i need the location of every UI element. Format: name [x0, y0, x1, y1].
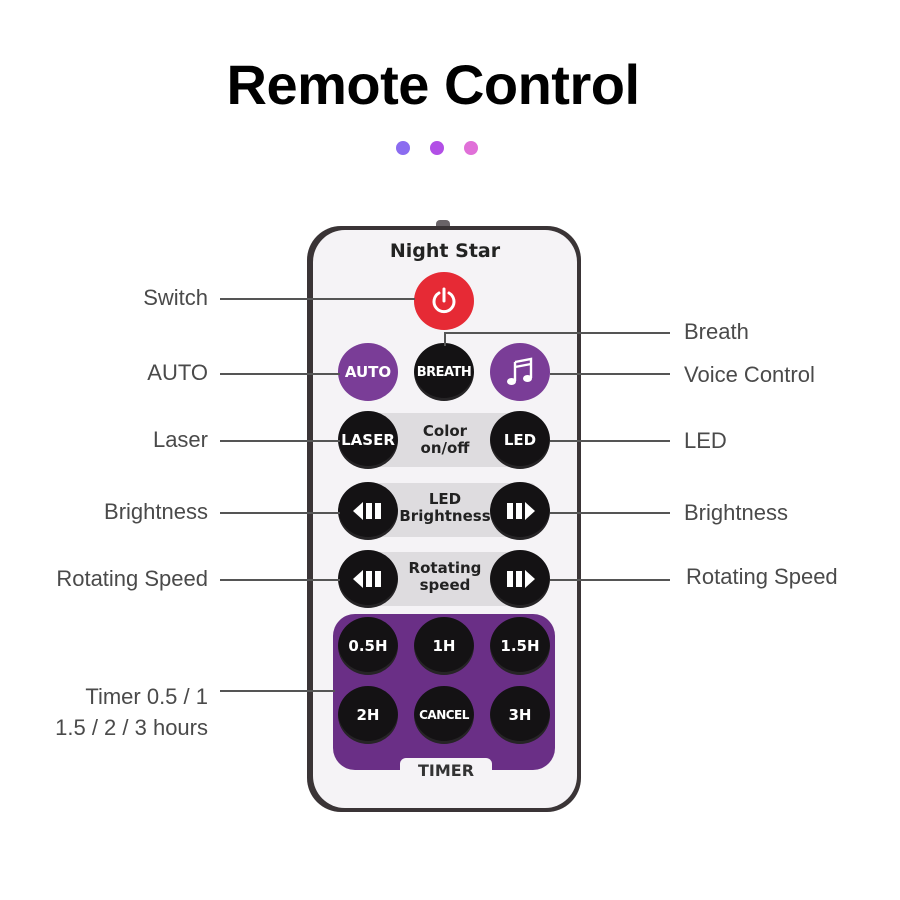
remote-brand: Night Star	[389, 240, 501, 262]
label-brightness-right: Brightness	[684, 500, 788, 525]
dot-3	[464, 141, 478, 155]
speed-band-line1: Rotating	[408, 559, 482, 577]
label-timer-line1: Timer 0.5 / 1	[85, 684, 208, 709]
power-icon	[432, 287, 456, 314]
arrow-left-icon	[353, 570, 381, 588]
dot-2	[430, 141, 444, 155]
dot-1	[396, 141, 410, 155]
timer-0-5h-button[interactable]: 0.5H	[338, 617, 398, 675]
brightness-band-line2: Brightness	[399, 507, 491, 525]
brightness-band-label: LED Brightness	[383, 491, 507, 525]
callout-line-auto	[220, 373, 340, 375]
timer-2h-button[interactable]: 2H	[338, 686, 398, 744]
auto-button[interactable]: AUTO	[338, 343, 398, 401]
breath-button[interactable]: BREATH	[414, 343, 474, 401]
timer-cancel-button[interactable]: CANCEL	[414, 686, 474, 744]
label-brightness-left: Brightness	[104, 499, 208, 524]
timer-1-5h-button[interactable]: 1.5H	[490, 617, 550, 675]
page-title: Remote Control	[226, 53, 641, 116]
label-voice-control: Voice Control	[684, 362, 815, 387]
label-led: LED	[684, 428, 727, 453]
arrow-left-icon	[353, 502, 381, 520]
power-button[interactable]	[414, 272, 474, 330]
color-band-label: Color on/off	[383, 423, 507, 457]
label-speed-right: Rotating Speed	[686, 564, 838, 589]
label-laser: Laser	[152, 427, 208, 452]
callout-line-laser	[220, 440, 340, 442]
voice-control-button[interactable]	[490, 343, 550, 401]
laser-button[interactable]: LASER	[338, 411, 398, 469]
callout-line-speed-right	[550, 579, 670, 581]
speed-band-label: Rotating speed	[383, 560, 507, 594]
label-timer: Timer 0.5 / 1 1.5 / 2 / 3 hours	[55, 681, 208, 743]
arrow-right-icon	[507, 502, 535, 520]
led-button[interactable]: LED	[490, 411, 550, 469]
music-note-icon	[507, 357, 533, 385]
speed-band-line2: speed	[419, 576, 471, 594]
label-switch: Switch	[143, 285, 208, 310]
remote-emitter	[436, 220, 450, 228]
brightness-band-line1: LED	[428, 490, 462, 508]
timer-1h-button[interactable]: 1H	[414, 617, 474, 675]
callout-line-voice	[550, 373, 670, 375]
brightness-down-button[interactable]	[338, 482, 398, 540]
callout-line-switch	[220, 298, 415, 300]
color-band-line1: Color	[422, 422, 468, 440]
callout-line-speed-left	[220, 579, 340, 581]
label-speed-left: Rotating Speed	[56, 566, 208, 591]
label-timer-line2: 1.5 / 2 / 3 hours	[55, 715, 208, 740]
timer-3h-button[interactable]: 3H	[490, 686, 550, 744]
color-band-line2: on/off	[420, 439, 470, 457]
speed-up-button[interactable]	[490, 550, 550, 608]
decorative-dots	[396, 141, 478, 155]
label-auto: AUTO	[147, 360, 208, 385]
callout-line-led	[550, 440, 670, 442]
callout-line-breath	[444, 332, 670, 334]
remote-control: Night Star AUTO BREATH Color on/off LASE…	[313, 230, 577, 808]
callout-line-timer	[220, 690, 335, 692]
brightness-up-button[interactable]	[490, 482, 550, 540]
timer-label: TIMER	[400, 758, 492, 782]
callout-line-breath-vertical	[444, 332, 446, 346]
label-breath: Breath	[684, 319, 749, 344]
callout-line-brightness-left	[220, 512, 340, 514]
arrow-right-icon	[507, 570, 535, 588]
callout-line-brightness-right	[550, 512, 670, 514]
speed-down-button[interactable]	[338, 550, 398, 608]
